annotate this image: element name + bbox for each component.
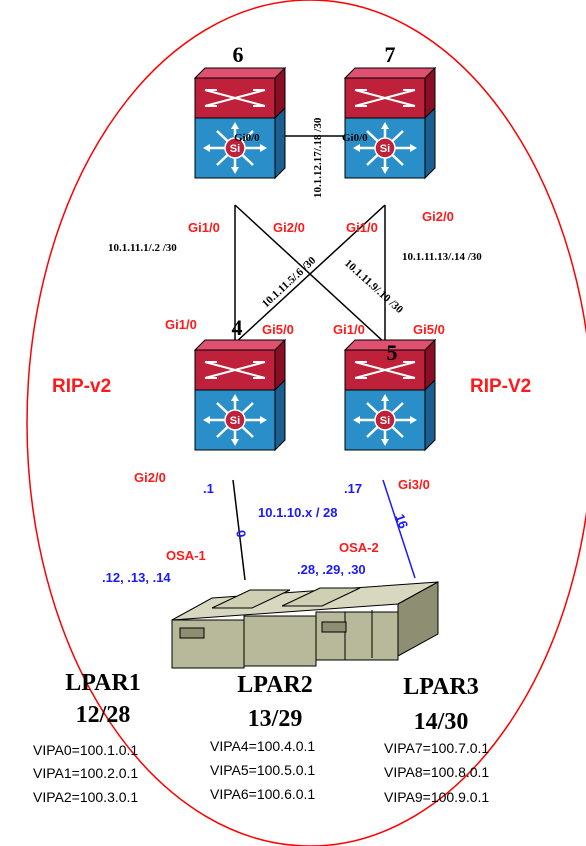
lpar3-name: LPAR3 <box>403 674 479 700</box>
switch-5-logo: Si <box>380 415 390 427</box>
switch-6-logo: Si <box>230 143 240 155</box>
link-6-5-subnet: 10.1.11.9/.10 /30 <box>342 257 406 316</box>
lpar1-vipa-2: VIPA2=100.3.0.1 <box>33 789 138 805</box>
link-7-4 <box>234 204 386 344</box>
lpar2-vipa-0: VIPA4=100.4.0.1 <box>210 738 315 754</box>
lan-segment-left: 0 <box>233 529 249 539</box>
switch-6-gi1-0: Gi1/0 <box>188 220 220 235</box>
osa1-label: OSA-1 <box>166 548 206 563</box>
switch-4-label: 4 <box>232 315 243 340</box>
link-7-4-subnet: 10.1.11.5/.6 /30 <box>260 254 319 310</box>
links <box>232 135 386 581</box>
switch-6-gi2-0: Gi2/0 <box>273 220 305 235</box>
switch-5-gi5-0: Gi5/0 <box>413 322 445 337</box>
link-7-5-subnet: 10.1.11.13/.14 /30 <box>402 251 482 263</box>
switch-5-gi3-0: Gi3/0 <box>398 477 430 492</box>
switch-7-gi1-0: Gi1/0 <box>346 220 378 235</box>
osa2-ips: .28, .29, .30 <box>297 562 366 577</box>
switch-7-label: 7 <box>385 42 396 67</box>
osa1-ips: .12, .13, .14 <box>102 570 171 585</box>
switch-4-lan-ip: .1 <box>203 481 214 496</box>
switch-5-gi1-0: Gi1/0 <box>333 322 365 337</box>
switch-5-lan-ip: .17 <box>344 481 362 496</box>
lpar1-vipa-1: VIPA1=100.2.0.1 <box>33 765 138 781</box>
osa2-label: OSA-2 <box>339 540 379 555</box>
link-5-osa2 <box>382 479 416 579</box>
link-6-7-if-a: Gi0/0 <box>234 132 260 144</box>
lan-subnet: 10.1.10.x / 28 <box>258 505 338 520</box>
switch-4-gi1-0: Gi1/0 <box>165 317 197 332</box>
link-4-osa1 <box>232 479 246 581</box>
link-6-7-if-b: Gi0/0 <box>342 132 368 144</box>
lpar3-vipa-1: VIPA8=100.8.0.1 <box>384 764 489 780</box>
switch-4[interactable] <box>193 338 287 452</box>
switch-6-label: 6 <box>233 42 244 67</box>
lpar2-name: LPAR2 <box>237 672 313 698</box>
switch-4-gi5-0: Gi5/0 <box>262 322 294 337</box>
lan-segment-right: 16 <box>392 512 411 531</box>
switch-7-logo: Si <box>380 143 390 155</box>
lpar2-mask: 13/29 <box>248 706 303 732</box>
lpar3-vipa-2: VIPA9=100.9.0.1 <box>384 789 489 805</box>
switch-5-label: 5 <box>387 340 398 365</box>
rip-domain-boundary <box>26 0 586 846</box>
switch-6[interactable] <box>193 66 287 180</box>
lpar1-name: LPAR1 <box>65 670 141 696</box>
rip-label-left: RIP-v2 <box>52 376 111 397</box>
lpar3-vipa-0: VIPA7=100.7.0.1 <box>384 740 489 756</box>
switch-7[interactable] <box>343 66 437 180</box>
link-6-7-subnet: 10.1.12.17/.18 /30 <box>312 117 324 198</box>
rip-label-right: RIP-V2 <box>470 376 531 397</box>
lpar2-vipa-1: VIPA5=100.5.0.1 <box>210 762 315 778</box>
switch-4-logo: Si <box>230 415 240 427</box>
mainframe[interactable] <box>171 581 439 669</box>
lpar2-vipa-2: VIPA6=100.6.0.1 <box>210 786 315 802</box>
lpar1-mask: 12/28 <box>76 702 131 728</box>
link-6-4-subnet: 10.1.11.1/.2 /30 <box>108 242 177 254</box>
switch-4-gi2-0: Gi2/0 <box>134 470 166 485</box>
lpar1-vipa-0: VIPA0=100.1.0.1 <box>33 742 138 758</box>
switch-7-gi2-0: Gi2/0 <box>422 209 454 224</box>
lpar3-mask: 14/30 <box>414 709 469 735</box>
